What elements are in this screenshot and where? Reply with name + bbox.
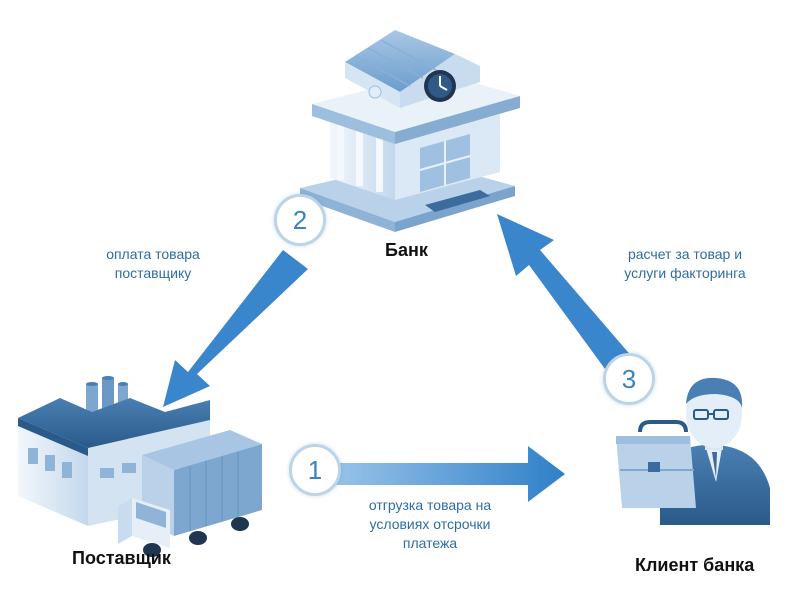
arrow-settlement-to-bank [497, 214, 640, 384]
step-2-line-2: поставщику [114, 265, 192, 281]
step-1-line-3: платежа [402, 535, 458, 551]
client-illustration [616, 377, 770, 525]
step-1-badge: 1 [289, 444, 341, 496]
step-2-line-1: оплата товара [106, 246, 200, 262]
step-3-line-1: расчет за товар и [627, 246, 743, 262]
arrow-payment-to-supplier [163, 250, 308, 407]
supplier-illustration [18, 376, 262, 557]
supplier-label: Поставщик [72, 548, 171, 568]
step-2-badge: 2 [274, 194, 326, 246]
step-1-description: отгрузка товара на условиях отсрочки пла… [330, 496, 530, 553]
step-3-number: 3 [621, 363, 637, 394]
arrow-shipment [325, 446, 565, 502]
bank-illustration [300, 30, 520, 232]
step-3-line-2: услуги факторинга [624, 265, 746, 281]
step-2-description: оплата товара поставщику [78, 245, 228, 283]
step-1-number: 1 [307, 454, 323, 485]
step-3-description: расчет за товар и услуги факторинга [585, 245, 785, 283]
client-label: Клиент банка [635, 555, 755, 575]
step-2-number: 2 [292, 204, 308, 235]
step-1-line-1: отгрузка товара на [368, 497, 492, 513]
step-1-line-2: условиях отсрочки [369, 516, 491, 532]
step-3-badge: 3 [603, 353, 655, 405]
bank-label: Банк [385, 240, 428, 260]
